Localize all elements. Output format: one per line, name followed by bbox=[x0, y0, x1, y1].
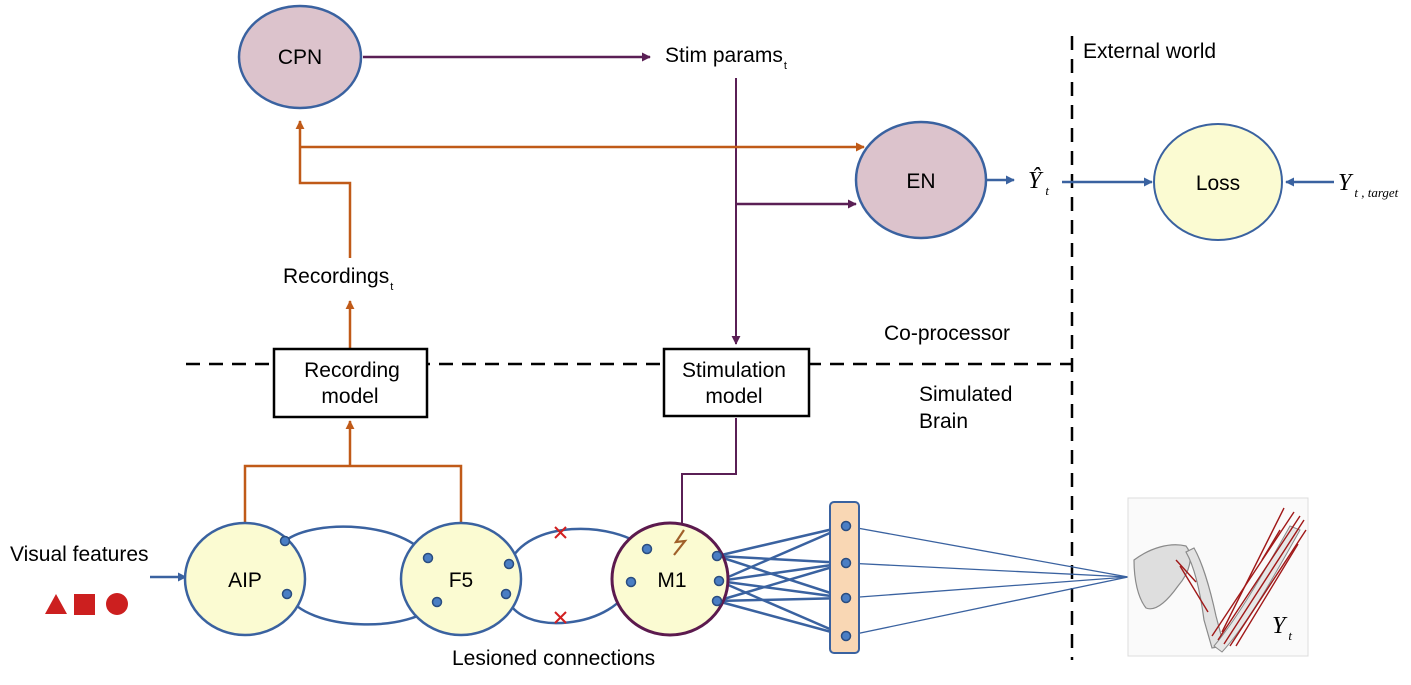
f5-label: F5 bbox=[449, 569, 474, 592]
m1-label: M1 bbox=[657, 569, 686, 592]
m1-muscle-connections bbox=[716, 524, 847, 638]
external-world-label: External world bbox=[1083, 40, 1216, 63]
recordings-label: Recordingst bbox=[283, 265, 393, 293]
m1-node: M1 bbox=[610, 521, 730, 637]
arm-model-image bbox=[1127, 497, 1309, 657]
en-node: EN bbox=[854, 120, 988, 240]
recording-model-line1: Recording bbox=[304, 359, 400, 382]
circle-icon bbox=[106, 593, 128, 615]
muscle-bar bbox=[829, 501, 860, 654]
cpn-node: CPN bbox=[237, 4, 363, 110]
en-label: EN bbox=[906, 170, 935, 193]
stim-params-label: Stim paramst bbox=[665, 44, 787, 72]
loss-label: Loss bbox=[1196, 172, 1240, 195]
simulated-brain-label-line1: Simulated bbox=[919, 383, 1012, 406]
aip-node: AIP bbox=[183, 521, 307, 637]
visual-feature-shapes bbox=[45, 593, 128, 615]
connection-endpoints bbox=[279, 535, 725, 608]
aip-f5-recording-lines bbox=[243, 464, 463, 522]
muscle-fibers bbox=[1175, 507, 1307, 647]
stimulation-model-line1: Stimulation bbox=[682, 359, 786, 382]
square-icon bbox=[74, 594, 95, 615]
recordings-up-line bbox=[295, 120, 352, 258]
stimulation-bolt-icon bbox=[673, 529, 688, 556]
recording-model-box: Recording model bbox=[272, 347, 429, 419]
f5-node: F5 bbox=[399, 521, 523, 637]
lesioned-connections-label: Lesioned connections bbox=[452, 647, 655, 670]
lesion-mark-bottom bbox=[554, 611, 567, 624]
recording-model-line2: model bbox=[321, 385, 378, 408]
stimulation-to-m1-line bbox=[681, 418, 737, 530]
muscle-to-arm-connections bbox=[845, 525, 1129, 637]
co-processor-label: Co-processor bbox=[884, 322, 1010, 345]
visual-features-label: Visual features bbox=[10, 543, 149, 566]
lesion-mark-top bbox=[554, 526, 567, 539]
loss-node: Loss bbox=[1153, 123, 1283, 241]
stimulation-model-line2: model bbox=[705, 385, 762, 408]
triangle-icon bbox=[45, 594, 67, 614]
stimulation-model-box: Stimulation model bbox=[662, 347, 811, 418]
simulated-brain-label-line2: Brain bbox=[919, 410, 968, 433]
aip-label: AIP bbox=[228, 569, 262, 592]
cpn-label: CPN bbox=[278, 46, 322, 69]
